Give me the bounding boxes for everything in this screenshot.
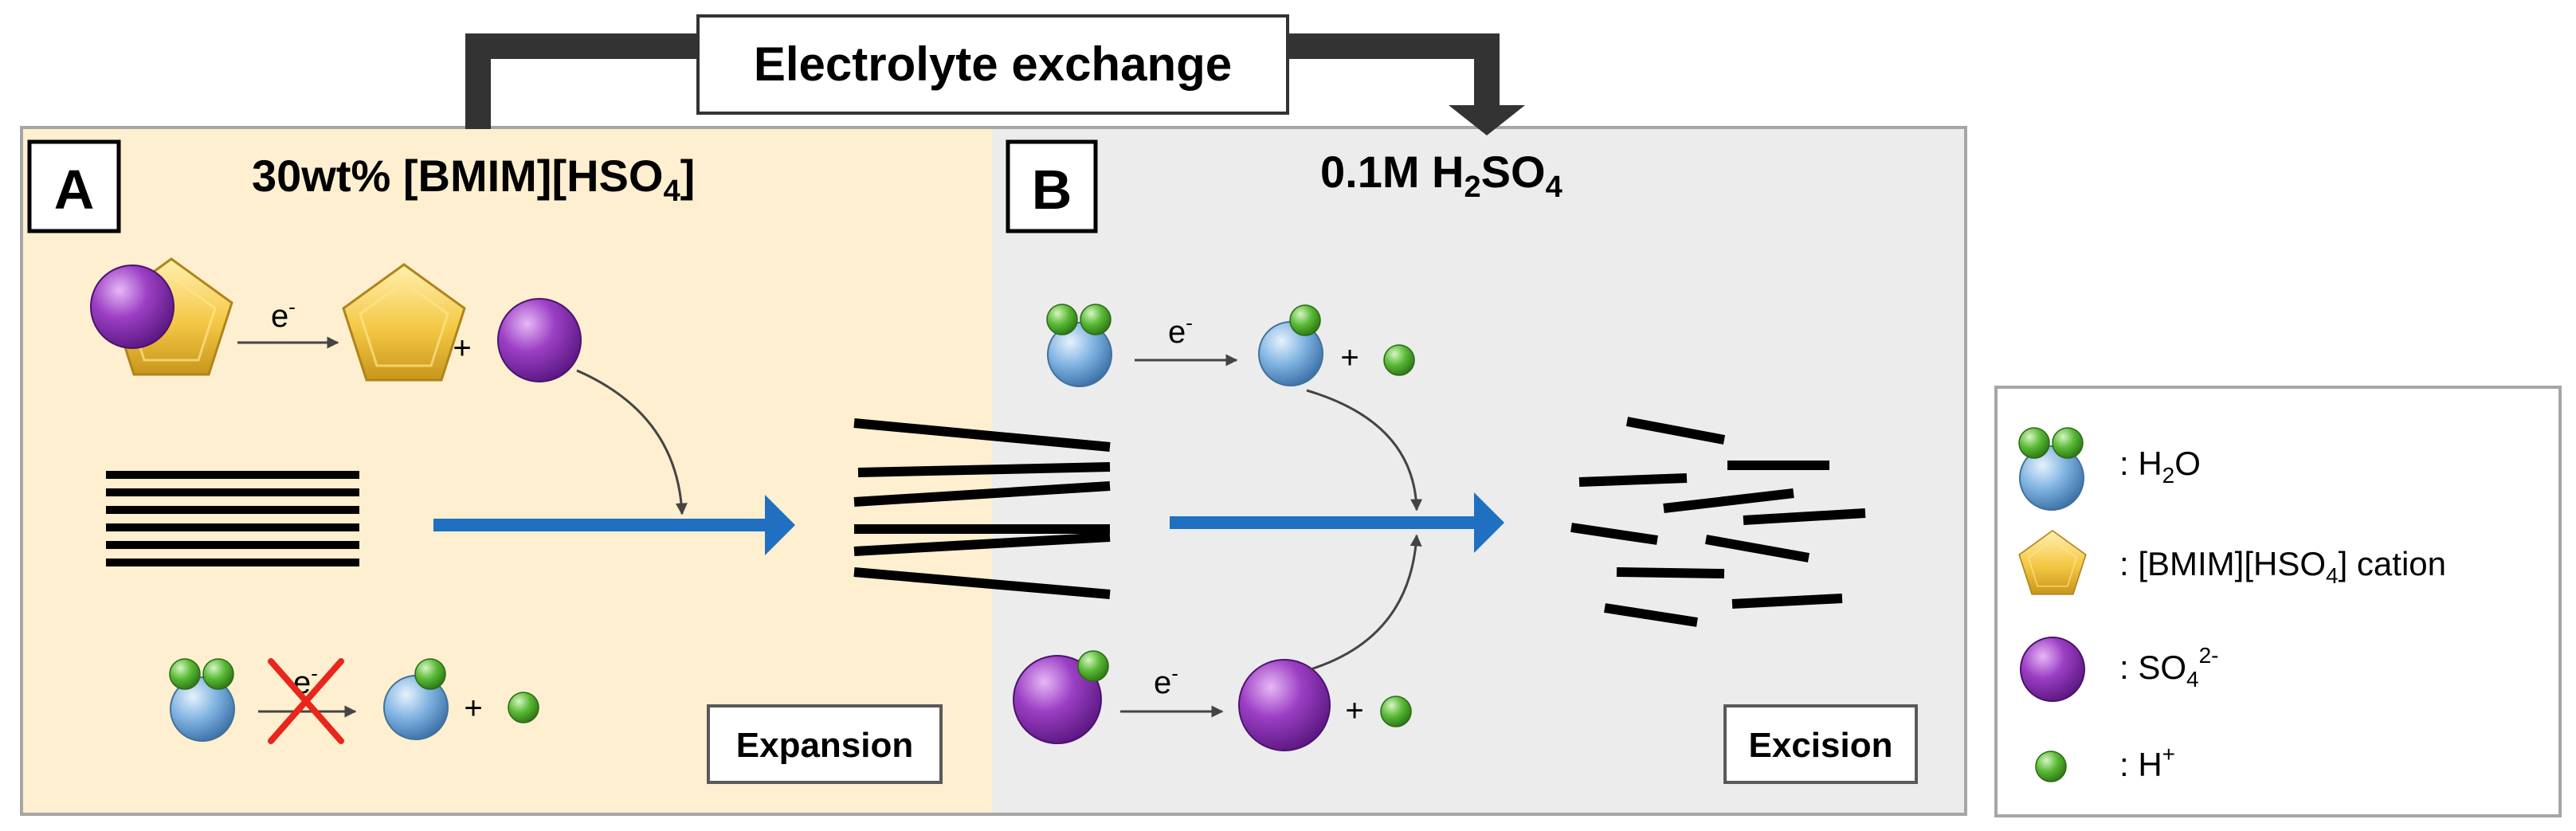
bisulfate-ion <box>1013 650 1109 744</box>
legend-proton-label: : H+ <box>2119 742 2175 783</box>
radical-attack-arrow <box>1306 389 1423 512</box>
panel-a-title: 30wt% [BMIM][HSO4] <box>252 151 695 208</box>
sulfate-anion-sphere <box>90 265 174 349</box>
excision-process-arrow <box>1170 492 1504 553</box>
proton-sphere <box>508 692 539 723</box>
radical-attack-arrow <box>1310 534 1422 671</box>
electron-label: e- <box>1154 661 1178 700</box>
plus-sign: + <box>464 691 482 726</box>
exchange-label: Electrolyte exchange <box>754 37 1232 91</box>
panels-border <box>20 126 1967 816</box>
proton-sphere <box>1383 344 1415 376</box>
plus-sign: + <box>453 331 471 366</box>
expanded-graphite <box>853 418 1111 599</box>
expansion-label-box <box>707 704 943 784</box>
panel-b-letter-box <box>1006 139 1098 233</box>
excision-label-box <box>1723 704 1918 784</box>
panel-a-letter-box <box>27 139 121 233</box>
expansion-label: Expansion <box>736 726 914 765</box>
sulfate-anion-sphere <box>497 298 582 382</box>
panel-a-letter: A <box>54 159 95 221</box>
panel-b-letter: B <box>1032 159 1072 221</box>
excision-label: Excision <box>1749 726 1893 765</box>
legend-sulfate-label: : SO42- <box>2119 643 2219 692</box>
legend-box <box>1994 386 2562 817</box>
expansion-process-arrow <box>433 495 795 555</box>
plus-sign: + <box>1340 340 1359 375</box>
blocked-reaction-cross-icon <box>268 658 344 744</box>
legend-sulfate-icon <box>2020 637 2085 702</box>
sulfate-anion-sphere <box>1238 659 1331 751</box>
legend-cation-label: : [BMIM][HSO4] cation <box>2119 545 2446 588</box>
plus-sign: + <box>1345 693 1363 728</box>
electron-label: e- <box>1168 311 1193 350</box>
exchange-label-box <box>696 14 1289 115</box>
intercalation-arrow <box>576 369 688 515</box>
proton-sphere <box>1380 696 1412 727</box>
legend-water-label: : H2O <box>2119 445 2201 488</box>
panel-b-background <box>992 127 1966 814</box>
legend-proton-icon <box>2035 751 2067 782</box>
exfoliated-graphene-flakes <box>1570 417 1866 627</box>
panel-b-title: 0.1M H2SO4 <box>1320 147 1562 204</box>
graphite-stack <box>106 471 359 566</box>
electron-label: e- <box>271 295 296 334</box>
exchange-connector <box>465 33 1525 135</box>
